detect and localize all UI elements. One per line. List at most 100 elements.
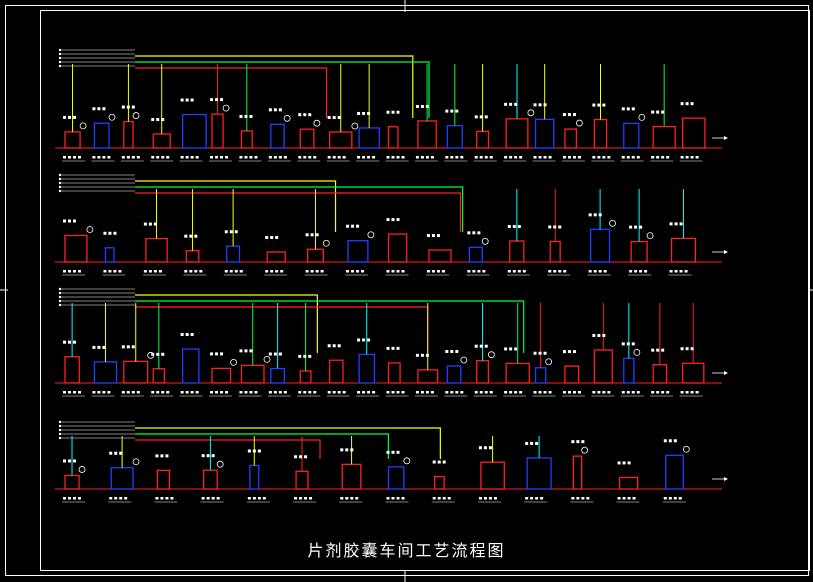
tag-mark: [425, 104, 429, 108]
tag-mark: [327, 116, 331, 120]
tag-mark: [651, 391, 655, 394]
gauge-symbol: [86, 226, 94, 233]
tag-mark: [632, 497, 636, 500]
end-arrow: [724, 136, 728, 140]
tag-mark: [474, 391, 478, 394]
tag-mark: [268, 352, 272, 356]
tag-mark: [478, 446, 482, 450]
tag-mark: [396, 218, 400, 222]
tag-mark: [244, 391, 248, 394]
tag-mark: [361, 270, 365, 273]
tag-mark: [430, 156, 434, 159]
tag-mark: [73, 340, 76, 344]
tag-mark: [472, 231, 476, 235]
tag-mark: [401, 391, 405, 394]
tag-mark: [593, 213, 597, 217]
tag-mark: [644, 270, 648, 273]
tag-mark: [656, 110, 660, 114]
tag-mark: [386, 110, 390, 114]
tag-mark: [107, 391, 111, 394]
tag-mark: [621, 107, 625, 111]
tag-mark: [108, 231, 112, 235]
tag-mark: [684, 270, 688, 273]
feed-node: [58, 428, 62, 432]
tag-mark: [678, 497, 682, 500]
tag-mark: [304, 455, 308, 459]
tag-mark: [68, 391, 71, 394]
tag-mark: [201, 497, 205, 500]
tag-mark: [588, 213, 592, 217]
tag-mark: [425, 353, 429, 357]
tag-mark: [107, 156, 111, 159]
tag-mark: [533, 156, 537, 159]
tag-mark: [581, 440, 585, 444]
row-1: [55, 48, 728, 162]
equipment: [428, 249, 452, 263]
tag-mark: [247, 449, 251, 453]
tag-mark: [680, 102, 684, 106]
tag-mark: [543, 156, 547, 159]
tag-mark: [68, 115, 71, 119]
tag-mark: [337, 156, 341, 159]
tag-mark: [303, 354, 307, 358]
tag-mark: [386, 497, 390, 500]
tag-mark: [372, 391, 376, 394]
tag-mark: [538, 103, 542, 107]
gauge-symbol: [545, 358, 553, 366]
tag-mark: [474, 344, 478, 348]
tag-mark: [467, 231, 471, 235]
tag-mark: [479, 344, 483, 348]
tag-mark: [533, 103, 537, 107]
tag-mark: [156, 156, 160, 159]
tag-mark: [299, 455, 303, 459]
tag-mark: [367, 391, 371, 394]
gauge-symbol: [132, 458, 140, 466]
feed-node: [58, 420, 62, 424]
equipment: [387, 466, 405, 490]
tag-mark: [442, 497, 446, 500]
process-rows: [55, 48, 728, 503]
feed-node: [58, 173, 62, 177]
tag-mark: [180, 333, 184, 337]
tag-mark: [673, 439, 677, 443]
tag-mark: [636, 156, 640, 159]
tag-mark: [357, 156, 361, 159]
tag-mark: [639, 270, 643, 273]
feed-node: [58, 60, 62, 64]
tag-mark: [474, 156, 478, 159]
tag-mark: [156, 391, 160, 394]
tag-mark: [63, 391, 66, 394]
tag-mark: [73, 115, 76, 119]
tag-mark: [679, 270, 683, 273]
tag-mark: [249, 391, 253, 394]
tag-mark: [294, 497, 298, 500]
tag-mark: [507, 225, 511, 229]
tag-mark: [460, 156, 464, 159]
row-3: [55, 287, 728, 397]
tag-mark: [680, 347, 684, 351]
gauge-symbol: [481, 237, 489, 245]
tag-mark: [367, 111, 371, 115]
equipment: [329, 359, 344, 384]
tag-mark: [190, 333, 194, 337]
tag-mark: [674, 270, 678, 273]
tag-mark: [522, 270, 526, 273]
tag-mark: [199, 270, 203, 273]
tag-mark: [114, 451, 118, 455]
tag-mark: [519, 156, 523, 159]
tag-mark: [663, 439, 667, 443]
feed-node: [58, 52, 62, 56]
tag-mark: [533, 391, 537, 394]
tag-mark: [581, 497, 585, 500]
tag-mark: [249, 156, 253, 159]
tag-mark: [102, 391, 106, 394]
pipe-run: [135, 427, 441, 459]
tag-mark: [538, 156, 542, 159]
tag-mark: [121, 156, 125, 159]
tag-mark: [278, 352, 282, 356]
tag-mark: [396, 450, 400, 454]
tag-mark: [252, 449, 256, 453]
tag-mark: [386, 270, 390, 273]
tag-mark: [252, 497, 256, 500]
tag-mark: [119, 451, 123, 455]
